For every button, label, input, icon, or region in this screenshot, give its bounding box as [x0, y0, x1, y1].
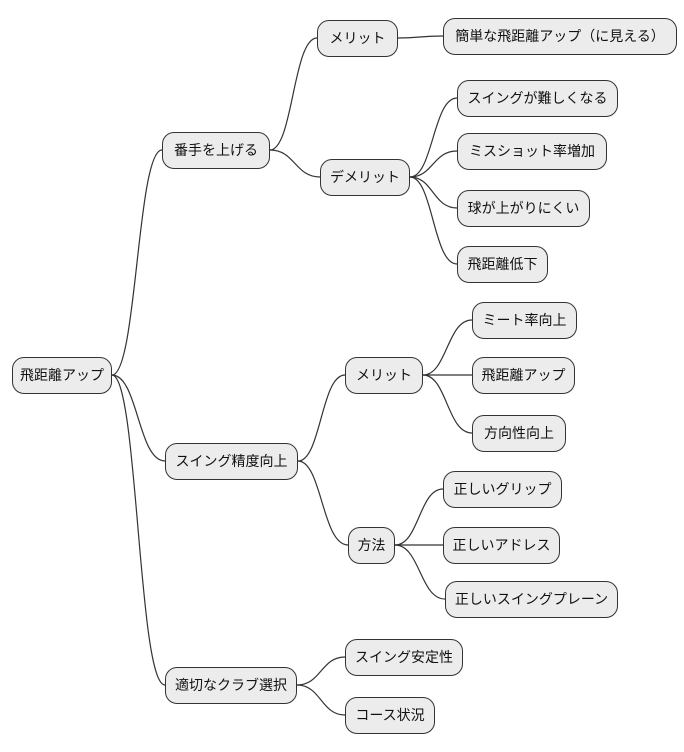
node-ball-low: 球が上がりにくい — [457, 190, 590, 227]
node-correct-grip: 正しいグリップ — [443, 471, 562, 508]
node-club-selection: 適切なクラブ選択 — [165, 667, 297, 704]
edge-club-selection-to-swing-stability — [296, 656, 346, 686]
edge-root-to-swing-accuracy — [111, 374, 166, 462]
node-correct-swing-plane: 正しいスイングプレーン — [445, 581, 618, 618]
edge-club-selection-to-course-conditions — [296, 684, 346, 716]
node-raise-merit: メリット — [317, 20, 398, 57]
node-distance-drop: 飛距離低下 — [457, 246, 548, 283]
node-direction: 方向性向上 — [472, 415, 566, 452]
edge-swing-accuracy-to-method — [297, 460, 349, 546]
edge-method-to-correct-grip — [394, 488, 444, 546]
node-meet-rate: ミート率向上 — [472, 302, 577, 339]
node-raise-demerit: デメリット — [320, 159, 410, 196]
node-method: 方法 — [348, 527, 395, 564]
edge-method-to-correct-swing-plane — [394, 544, 446, 600]
edge-merit-to-direction — [422, 374, 473, 434]
edge-raise-club-number-to-demerit — [269, 149, 321, 178]
edge-merit-to-easy-distance-up — [397, 35, 444, 39]
node-misshot-rate: ミスショット率増加 — [457, 133, 607, 170]
node-swing-harder: スイングが難しくなる — [457, 80, 618, 117]
edge-raise-club-number-to-merit — [269, 37, 318, 151]
node-correct-address: 正しいアドレス — [443, 527, 560, 564]
node-distance-up: 飛距離アップ — [472, 357, 575, 394]
edge-root-to-club-selection — [111, 374, 166, 686]
edge-demerit-to-distance-drop — [409, 176, 458, 265]
edge-merit-to-meet-rate — [422, 319, 473, 376]
edge-demerit-to-misshot-rate — [409, 150, 458, 178]
node-swing-accuracy: スイング精度向上 — [165, 443, 298, 480]
edge-swing-accuracy-to-merit — [297, 374, 346, 462]
node-accuracy-merit: メリット — [345, 357, 423, 394]
node-root: 飛距離アップ — [12, 357, 112, 394]
edge-root-to-raise-club-number — [111, 149, 163, 376]
node-course-conditions: コース状況 — [345, 697, 435, 734]
node-swing-stability: スイング安定性 — [345, 639, 463, 676]
node-easy-distance-up: 簡単な飛距離アップ（に見える） — [443, 18, 677, 55]
edge-demerit-to-ball-low — [409, 176, 458, 209]
node-raise-club-number: 番手を上げる — [162, 132, 270, 169]
edge-demerit-to-swing-harder — [409, 97, 458, 178]
